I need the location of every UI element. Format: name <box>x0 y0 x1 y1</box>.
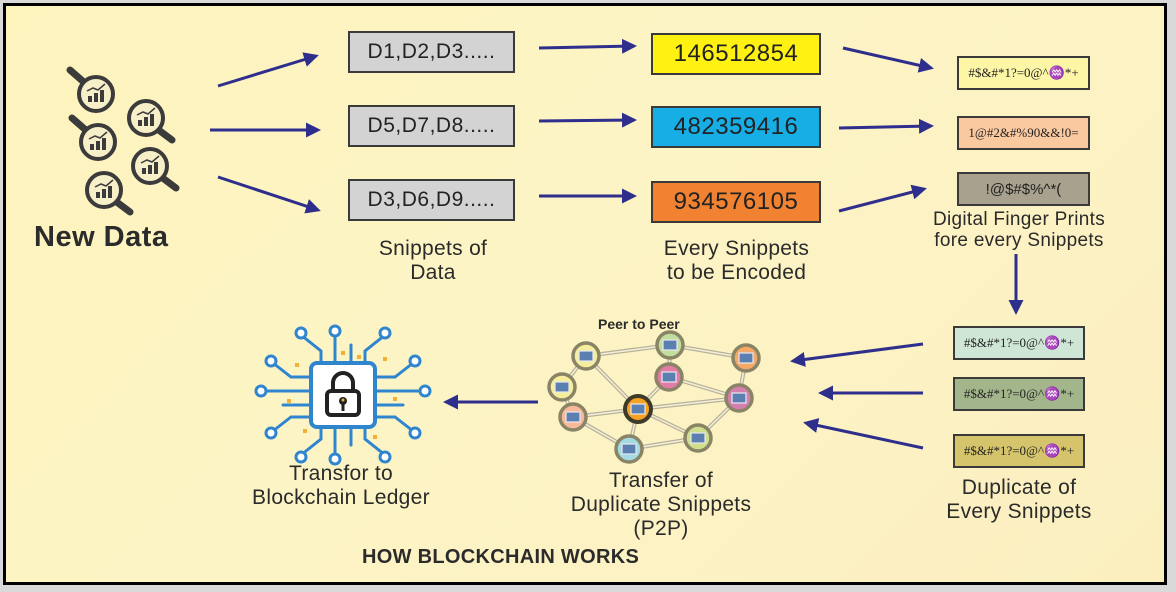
fingerprint-box-2: 1@#2&#%90&&!0= <box>957 116 1090 150</box>
diagram-frame: New Data D1,D2,D3..... D5,D7,D8..... D3,… <box>3 3 1167 585</box>
snippet-box-3: D3,D6,D9..... <box>348 179 515 221</box>
p2p-caption-line3: (P2P) <box>633 517 689 540</box>
magnifier-chart-icon <box>68 114 117 161</box>
peer-to-peer-label: Peer to Peer <box>598 316 680 332</box>
diagram-title: HOW BLOCKCHAIN WORKS <box>362 546 640 568</box>
arrow-dup-to-p2p-3 <box>803 418 924 450</box>
encoded-box-1: 146512854 <box>651 33 821 75</box>
snippets-caption-line2: Data <box>410 261 456 284</box>
p2p-node-8 <box>724 383 754 413</box>
encoded-box-2: 482359416 <box>651 106 821 148</box>
duplicates-caption-line1: Duplicate of <box>961 476 1077 499</box>
p2p-node-10 <box>614 434 644 464</box>
arrow-newdata-to-snippet-3 <box>217 175 321 214</box>
fingerprints-caption-line2: fore every Snippets <box>934 230 1104 251</box>
computer-icon <box>630 403 646 415</box>
magnifier-chart-icon <box>131 147 180 192</box>
magnifier-chart-icon <box>85 171 134 216</box>
p2p-nodes <box>547 330 761 464</box>
duplicates-caption-line2: Every Snippets <box>946 500 1092 523</box>
fingerprint-box-1: #$&#*1?=0@^♒*+ <box>957 56 1090 90</box>
encoded-caption-line1: Every Snippets <box>663 237 810 260</box>
fingerprints-caption-line1: Digital Finger Prints <box>932 209 1106 230</box>
fingerprints-caption: Digital Finger Prints fore every Snippet… <box>899 209 1139 251</box>
p2p-node-4 <box>547 372 577 402</box>
snippet-box-2: D5,D7,D8..... <box>348 105 515 147</box>
encoded-caption: Every Snippets to be Encoded <box>624 237 849 285</box>
computer-icon <box>661 371 677 383</box>
computer-icon <box>554 381 570 393</box>
p2p-node-6 <box>558 402 588 432</box>
arrow-encoded-to-fp-3 <box>838 184 927 213</box>
fingerprint-box-3: !@$#$%^*( <box>957 172 1090 206</box>
duplicates-caption: Duplicate of Every Snippets <box>899 476 1139 524</box>
p2p-node-3 <box>731 343 761 373</box>
duplicate-box-2: #$&#*1?=0@^♒*+ <box>953 377 1085 411</box>
arrow-dup-to-p2p-1 <box>790 342 924 367</box>
p2p-node-7 <box>623 394 653 424</box>
computer-icon <box>690 432 706 444</box>
arrow-newdata-to-snippet-1 <box>217 52 319 88</box>
p2p-caption: Transfer of Duplicate Snippets (P2P) <box>526 469 796 541</box>
p2p-link-inner <box>637 397 740 410</box>
snippet-box-1: D1,D2,D3..... <box>348 31 515 73</box>
duplicate-box-3: #$&#*1?=0@^♒*+ <box>953 434 1085 468</box>
p2p-node-5 <box>654 362 684 392</box>
computer-icon <box>738 352 754 364</box>
p2p-caption-line1: Transfer of <box>608 469 714 492</box>
arrow-snippet-to-encoded-2 <box>538 112 637 128</box>
ledger-caption: Transfor to Blockchain Ledger <box>216 462 466 510</box>
p2p-node-2 <box>655 330 685 360</box>
arrow-encoded-to-fp-2 <box>838 118 934 134</box>
ledger-caption-line1: Transfor to <box>288 462 394 485</box>
blockchain-lock-chip-icon <box>254 324 432 466</box>
new-data-label: New Data <box>34 221 169 253</box>
computer-icon <box>578 350 594 362</box>
encoded-box-3: 934576105 <box>651 181 821 223</box>
arrow-encoded-to-fp-1 <box>842 46 934 73</box>
connector-layer <box>66 38 1024 466</box>
magnifier-chart-icon <box>127 99 176 144</box>
computer-icon <box>621 443 637 455</box>
p2p-node-9 <box>683 423 713 453</box>
encoded-caption-line2: to be Encoded <box>666 261 807 284</box>
computer-icon <box>731 392 747 404</box>
computer-icon <box>565 411 581 423</box>
new-data-icons <box>66 66 180 216</box>
p2p-caption-line2: Duplicate Snippets <box>570 493 752 516</box>
snippets-caption: Snippets of Data <box>348 237 518 285</box>
duplicate-box-1: #$&#*1?=0@^♒*+ <box>953 326 1085 360</box>
magnifier-chart-icon <box>66 66 115 113</box>
snippets-caption-line1: Snippets of <box>378 237 488 260</box>
ledger-caption-line2: Blockchain Ledger <box>252 486 430 509</box>
arrow-snippet-to-encoded-1 <box>538 38 637 54</box>
computer-icon <box>662 339 678 351</box>
p2p-node-1 <box>571 341 601 371</box>
